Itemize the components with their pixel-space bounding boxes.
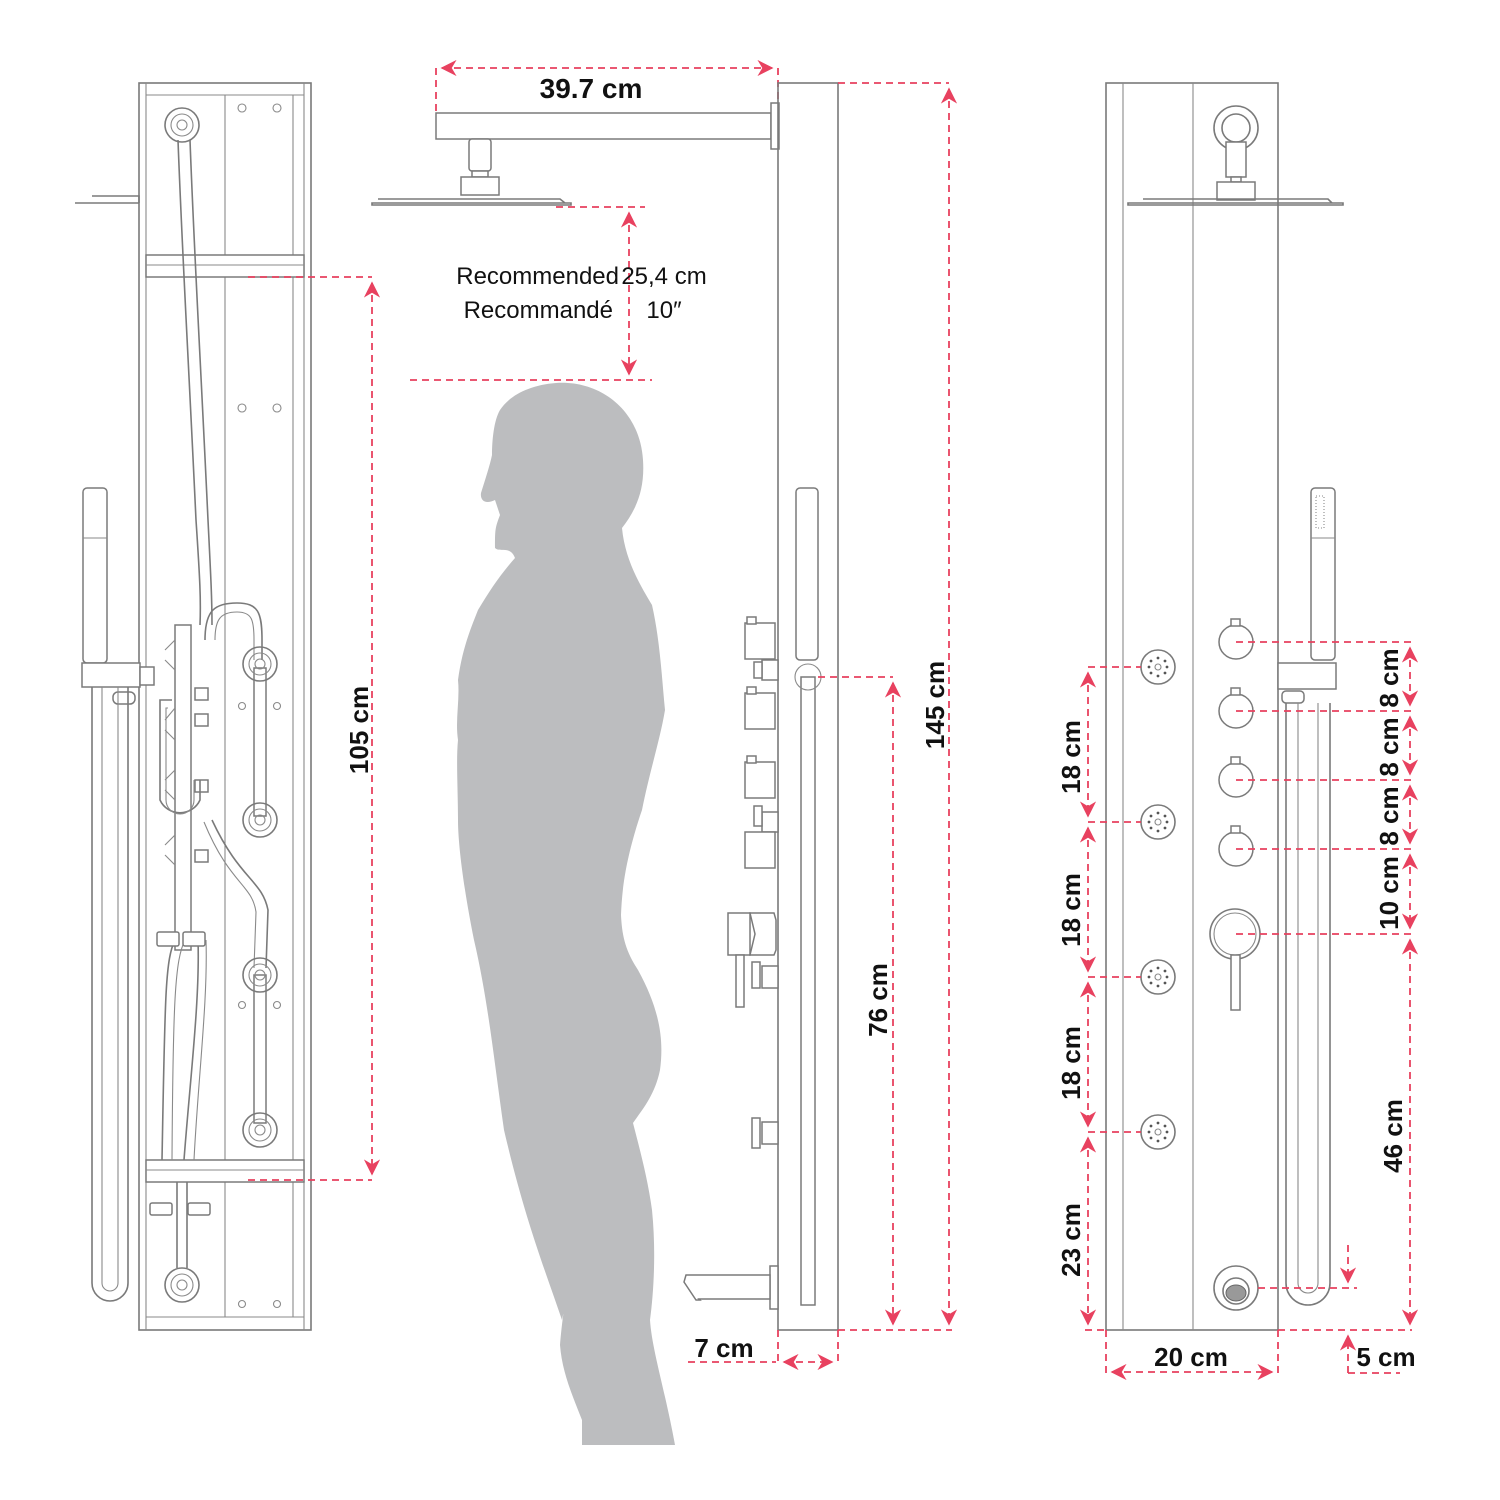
label-recommended-fr: Recommandé [464, 297, 613, 324]
label-knob-8cm-3: 8 cm [1374, 786, 1404, 845]
hand-shower-hose-front [1285, 703, 1331, 1306]
rain-head-side [371, 198, 572, 206]
label-clearance-imperial: 10″ [646, 297, 682, 324]
label-7cm: 7 cm [694, 1333, 753, 1363]
top-outlet-fitting-icon [164, 107, 200, 143]
mixer-lever-icon [1209, 908, 1261, 1011]
label-clearance-metric: 25,4 cm [621, 263, 706, 290]
arm-wall-flange [770, 102, 780, 150]
hand-shower-hose [91, 687, 129, 1302]
rain-head-icon [1127, 105, 1344, 206]
jet-feed-hose [204, 602, 263, 660]
top-mounting-bracket [145, 254, 305, 278]
jet-fitting-icon [242, 646, 278, 1148]
cold-supply-nut [182, 931, 206, 947]
side-panel [777, 82, 839, 1331]
body-jet-icon [1140, 649, 1176, 1150]
hand-shower-holder [81, 662, 141, 688]
label-39-7cm: 39.7 cm [540, 73, 643, 104]
label-mixer-10cm: 10 cm [1374, 856, 1404, 930]
human-silhouette [457, 382, 675, 1446]
diverter-knob-icon [1218, 618, 1254, 867]
front-panel [1105, 82, 1279, 1331]
screw-icon [237, 103, 282, 1309]
front-view: 18 cm 18 cm 18 cm 23 cm 8 cm 8 cm 8 cm 1… [1056, 82, 1419, 1381]
side-view: 39.7 cm Recommended Recommandé 25,4 cm 1… [371, 59, 958, 1446]
label-5cm: 5 cm [1356, 1342, 1415, 1372]
rear-view: 105 cm [75, 82, 381, 1331]
label-knob-8cm-2: 8 cm [1374, 717, 1404, 776]
label-jet-18cm-2: 18 cm [1056, 873, 1086, 947]
label-recommended-en: Recommended [456, 263, 619, 290]
tub-spout-icon [1213, 1265, 1259, 1311]
mixer-lever-side-icon [727, 912, 779, 1008]
bottom-outlet-fitting-icon [164, 1267, 200, 1303]
hand-shower-icon [82, 487, 108, 664]
rain-head-edge [75, 195, 140, 204]
label-jet-18cm-3: 18 cm [1056, 1026, 1086, 1100]
label-105cm: 105 cm [344, 686, 374, 774]
label-76cm: 76 cm [863, 963, 893, 1037]
label-jet-23cm: 23 cm [1056, 1203, 1086, 1277]
rear-panel-frame [138, 82, 312, 1331]
valve-column [174, 624, 192, 951]
hand-shower-front-icon [1277, 487, 1337, 704]
label-mixer-46cm: 46 cm [1378, 1099, 1408, 1173]
diverter-knob-side-icon [744, 616, 779, 869]
label-20cm: 20 cm [1154, 1342, 1228, 1372]
jet-side-icon [751, 1117, 779, 1149]
bottom-mounting-bracket [145, 1159, 305, 1183]
label-knob-8cm-1: 8 cm [1374, 648, 1404, 707]
label-jet-18cm-1: 18 cm [1056, 720, 1086, 794]
label-145cm: 145 cm [920, 661, 950, 749]
hand-shower-side [795, 487, 819, 661]
shower-arm [435, 112, 772, 140]
rain-head-hose [177, 139, 202, 626]
tub-spout-side-icon [683, 1265, 779, 1310]
hot-supply-nut [156, 931, 180, 947]
